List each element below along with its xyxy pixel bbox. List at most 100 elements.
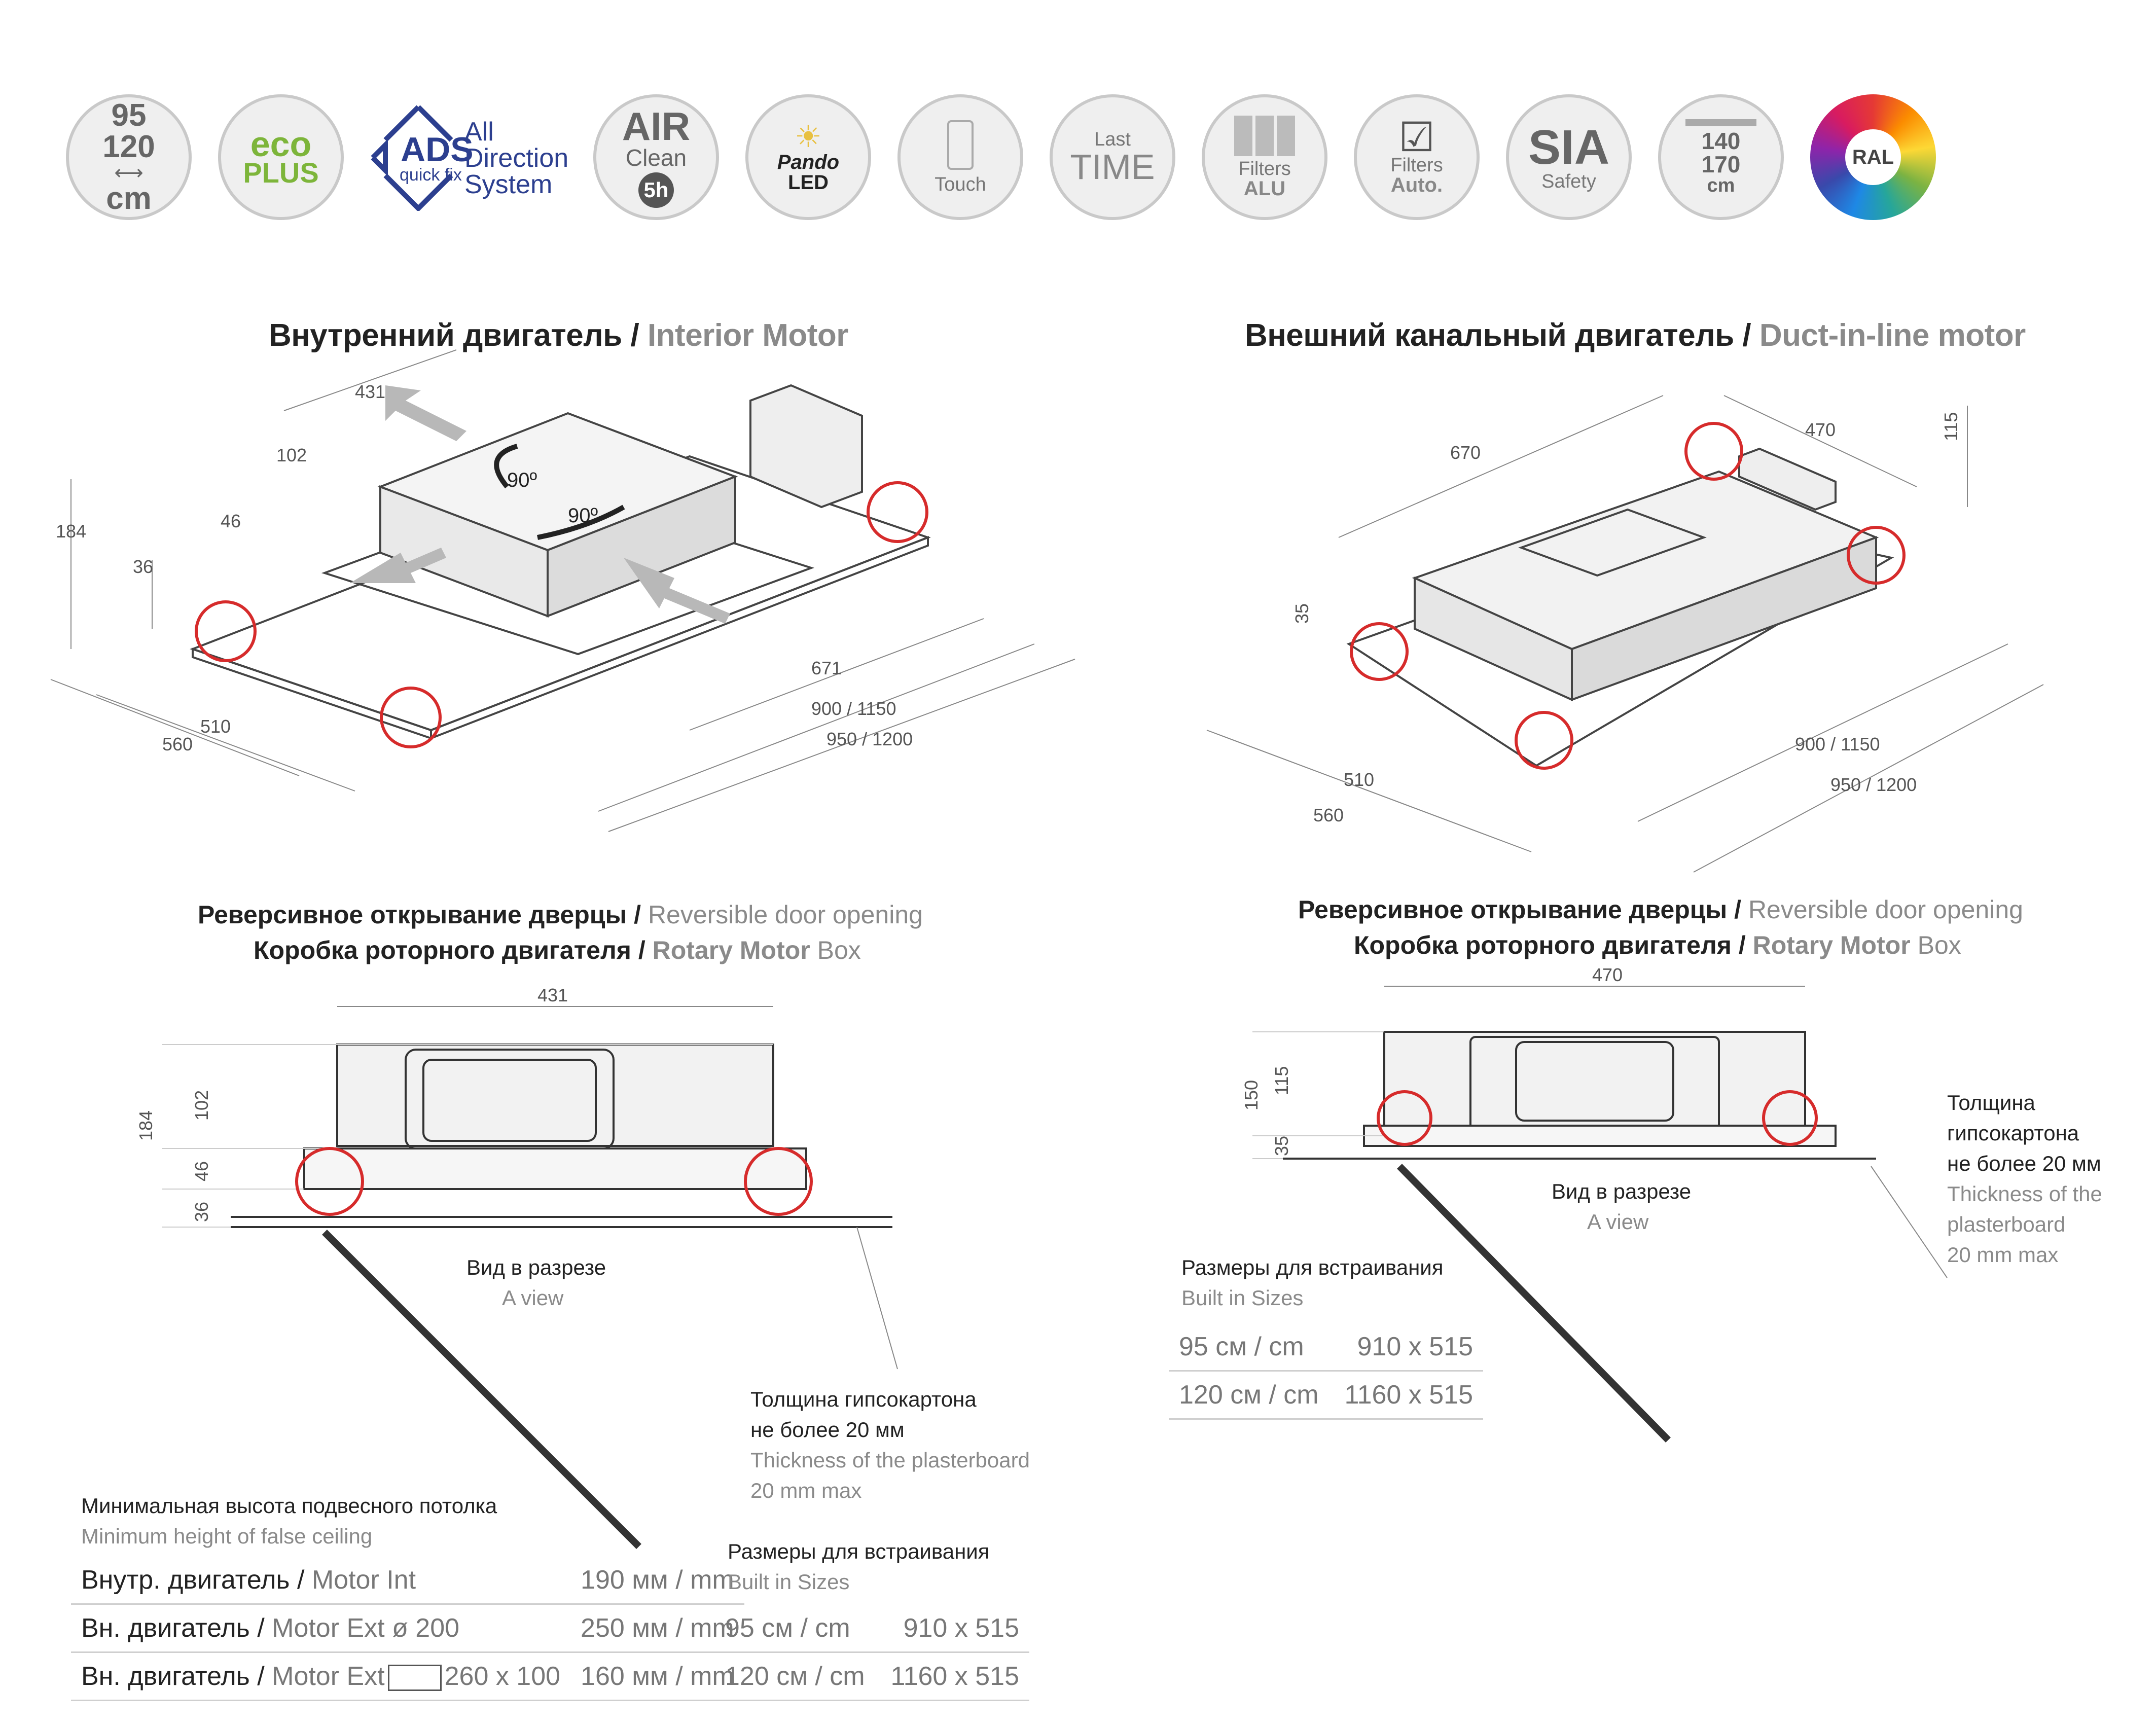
eco-plus-icon: eco PLUS xyxy=(218,94,344,220)
angle-90-b: 90º xyxy=(568,505,598,527)
right-iso-drawing xyxy=(1206,395,2044,873)
left-view-en: A view xyxy=(502,1286,564,1310)
duct-rect-icon xyxy=(387,1665,442,1692)
size-120: 120 xyxy=(102,129,155,164)
right-box-heading: Коробка роторного двигателя / Rotary Mot… xyxy=(1354,930,1961,960)
right-box-en: Box xyxy=(1917,931,1961,959)
ads-line3: System xyxy=(464,170,553,199)
left-iso-motor-side xyxy=(547,475,736,618)
right-iso-body-side xyxy=(1571,536,1877,701)
right-box-ru: Коробка роторного двигателя / xyxy=(1354,931,1746,959)
size-icon: 95 120 ⟷ cm xyxy=(66,94,192,220)
row-en: Motor Int xyxy=(311,1565,416,1595)
ceiling-bar-icon xyxy=(1685,119,1756,126)
r-dim-510: 510 xyxy=(1344,769,1374,790)
table-row: 95 см / cm 910 x 515 xyxy=(715,1605,1029,1653)
right-thick-ru1: Толщина xyxy=(1947,1091,2035,1114)
table-row: Вн. двигатель / Motor Ext ø 200 250 мм /… xyxy=(71,1604,744,1653)
safety-label: Safety xyxy=(1541,171,1596,192)
left-door-ru: Реверсивное открывание дверцы / xyxy=(198,901,641,929)
clean-label: Clean xyxy=(625,145,687,171)
airflow-arrows xyxy=(350,385,730,624)
row-size: 95 см / cm xyxy=(1169,1323,1332,1372)
left-built-caption: Размеры для встраивания Built in Sizes xyxy=(728,1536,990,1597)
left-view-ru: Вид в разрезе xyxy=(466,1255,606,1279)
row-value: 160 мм / mm xyxy=(570,1652,744,1701)
right-view-en: A view xyxy=(1587,1210,1649,1234)
dim-560: 560 xyxy=(162,734,193,754)
size-unit: cm xyxy=(106,181,152,216)
row-value: 1160 x 515 xyxy=(1332,1371,1483,1420)
filters-alu-icon: Filters ALU xyxy=(1202,94,1327,220)
left-front-mount-circles xyxy=(295,1147,813,1216)
right-door-en: Reversible door opening xyxy=(1748,895,2023,924)
right-built-caption: Размеры для встраивания Built in Sizes xyxy=(1181,1252,1444,1313)
dim-950-1200: 950 / 1200 xyxy=(827,729,913,749)
pando-label: Pando xyxy=(777,151,840,173)
left-box-en: Box xyxy=(817,936,861,964)
right-thick-ru3: не более 20 мм xyxy=(1947,1152,2101,1175)
right-box-en-bold: Rotary Motor xyxy=(1752,931,1911,959)
height-icon: 140 170 cm xyxy=(1658,94,1784,220)
right-iso-panel xyxy=(1518,508,1707,577)
right-built-table: 95 см / cm 910 x 515 120 см / cm 1160 x … xyxy=(1169,1323,1483,1420)
left-box-ru: Коробка роторного двигателя / xyxy=(254,936,645,964)
left-thickness-note: Толщина гипсокартона не более 20 мм Thic… xyxy=(750,1384,1030,1506)
auto-label: Auto. xyxy=(1390,174,1443,196)
r-dim-560: 560 xyxy=(1313,805,1344,825)
row-value: 910 x 515 xyxy=(1332,1323,1483,1372)
right-iso-control-box xyxy=(1738,447,1837,511)
angle-90-a: 90º xyxy=(507,469,537,491)
sia-label: SIA xyxy=(1528,120,1610,174)
dim-36: 36 xyxy=(133,556,153,577)
r-dim-470: 470 xyxy=(1805,419,1836,440)
ads-icon: ADS quick fix All Direction System xyxy=(365,99,588,221)
dim-46: 46 xyxy=(221,511,241,531)
right-iso-mount-circles xyxy=(1350,422,1906,770)
left-thick-en2: 20 mm max xyxy=(750,1479,862,1502)
ads-diamond-icon xyxy=(371,105,453,211)
check-icon: ☑ xyxy=(1398,115,1435,160)
row-value: 190 мм / mm xyxy=(570,1557,744,1605)
front-dim-184: 184 xyxy=(135,1110,156,1141)
filters-label: Filters xyxy=(1238,158,1291,179)
time-label: TIME xyxy=(1070,147,1155,187)
r-front-dim-115: 115 xyxy=(1271,1066,1292,1095)
row-value: 1160 x 515 xyxy=(878,1652,1029,1701)
dim-671: 671 xyxy=(811,658,842,678)
dim-102: 102 xyxy=(276,445,307,465)
height-140: 140 xyxy=(1701,128,1741,154)
left-box-heading: Коробка роторного двигателя / Rotary Mot… xyxy=(254,936,861,965)
right-door-heading: Реверсивное открывание дверцы / Reversib… xyxy=(1298,895,2023,924)
r-dim-670: 670 xyxy=(1450,442,1481,463)
feature-icons: 95 120 ⟷ cm eco PLUS ADS quick fix All D… xyxy=(66,94,1942,226)
size-95: 95 xyxy=(111,98,147,133)
ral-label: RAL xyxy=(1845,129,1901,185)
table-row: 120 см / cm 1160 x 515 xyxy=(1169,1371,1483,1420)
right-thick-en2: plasterboard xyxy=(1947,1212,2066,1236)
r-dim-950-1200: 950 / 1200 xyxy=(1830,774,1917,795)
alu-label: ALU xyxy=(1243,177,1286,200)
eco-label: eco xyxy=(250,124,312,164)
left-title: Внутренний двигатель / Interior Motor xyxy=(269,317,848,353)
right-title: Внешний канальный двигатель / Duct-in-li… xyxy=(1245,317,2026,353)
row-size: 120 см / cm xyxy=(715,1652,878,1701)
table-row: 95 см / cm 910 x 515 xyxy=(1169,1323,1483,1372)
table-row: 120 см / cm 1160 x 515 xyxy=(715,1652,1029,1701)
left-thick-en1: Thickness of the plasterboard xyxy=(750,1448,1030,1472)
left-iso-control-box xyxy=(749,384,863,509)
right-built-en: Built in Sizes xyxy=(1181,1286,1304,1310)
left-built-table: 95 см / cm 910 x 515 120 см / cm 1160 x … xyxy=(715,1605,1029,1701)
ads-line1: All xyxy=(464,117,494,147)
left-built-ru: Размеры для встраивания xyxy=(728,1539,990,1563)
min-height-en: Minimum height of false ceiling xyxy=(81,1524,373,1548)
dim-184: 184 xyxy=(56,521,86,542)
touch-icon: Touch xyxy=(897,94,1023,220)
row-ru: Внутр. двигатель / xyxy=(81,1565,305,1595)
left-title-ru: Внутренний двигатель / xyxy=(269,318,639,353)
pando-led-icon: ☀ Pando LED xyxy=(745,94,871,220)
front-dim-46: 46 xyxy=(191,1161,212,1181)
r-dim-115: 115 xyxy=(1941,412,1961,441)
height-170: 170 xyxy=(1701,151,1741,177)
